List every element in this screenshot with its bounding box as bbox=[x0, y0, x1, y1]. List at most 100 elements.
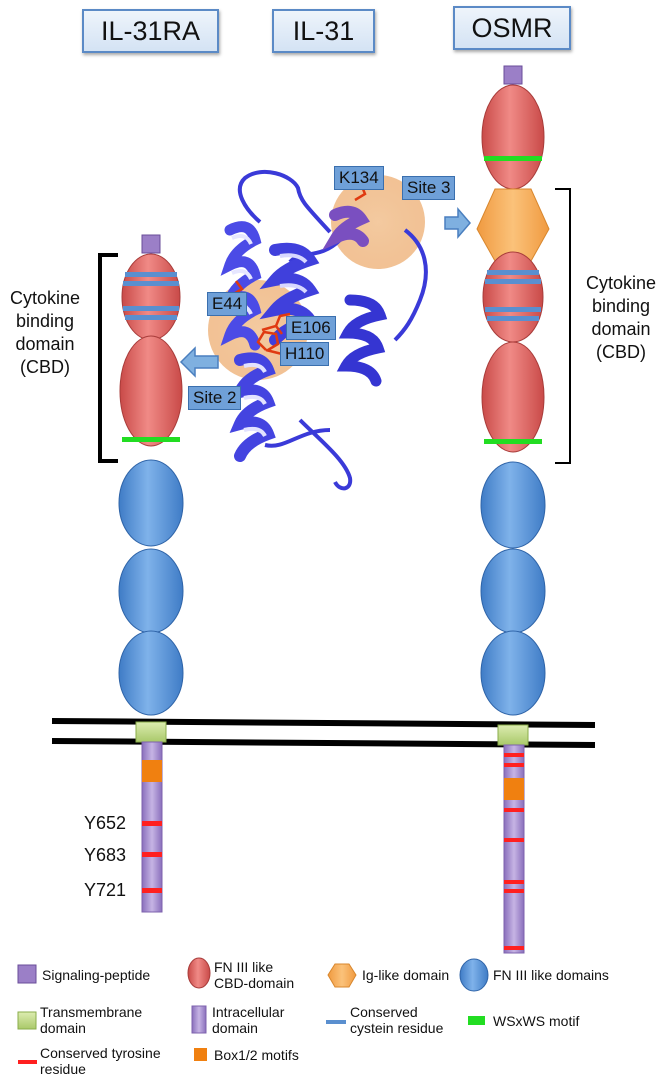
helix-c bbox=[336, 294, 388, 387]
il31ra-transmembrane-domain bbox=[135, 721, 167, 743]
osmr-fn3-domain-1 bbox=[480, 461, 546, 549]
il31ra-fn3-domain-3 bbox=[118, 630, 184, 716]
right-cbd-label-line: Cytokine bbox=[585, 273, 657, 293]
legend-cbd-swatch bbox=[187, 957, 211, 989]
tyrosine-label-y683: Y683 bbox=[84, 845, 127, 865]
legend-intra-label-line: Intracellular bbox=[212, 1004, 285, 1020]
osmr-cbd-domain-1 bbox=[482, 251, 544, 343]
legend-cys-swatch bbox=[326, 1020, 346, 1024]
osmr-tyrosine-residue bbox=[504, 880, 524, 884]
site3-tag: Site 3 bbox=[402, 176, 456, 200]
legend-wsxws-swatch bbox=[468, 1016, 485, 1025]
osmr-tyrosine-residue bbox=[504, 753, 524, 757]
osmr-intracellular-domain bbox=[503, 744, 525, 954]
h110-side-chain bbox=[256, 330, 283, 356]
protein-loop bbox=[393, 228, 428, 342]
e44-tag: E44 bbox=[207, 292, 248, 316]
right-cbd-label-line: (CBD) bbox=[596, 342, 646, 362]
osmr-receptor bbox=[476, 65, 550, 954]
il31ra-cys-residue bbox=[123, 306, 179, 311]
legend-signaling-label: Signaling-peptide bbox=[42, 967, 151, 983]
il31ra-tyrosine-residue bbox=[142, 821, 162, 826]
left-cbd-label-line: binding bbox=[15, 311, 75, 331]
site3-arrow bbox=[444, 206, 471, 240]
left-cbd-label-line: domain bbox=[15, 334, 75, 354]
legend-cbd-label-line: FN III like bbox=[214, 959, 274, 975]
legend-tm-label: Transmembrane domain bbox=[40, 1004, 142, 1036]
il31ra-receptor bbox=[118, 234, 184, 913]
protein-loop bbox=[237, 169, 332, 234]
il31ra-signaling-peptide bbox=[141, 234, 161, 254]
osmr-cbd-domain-top bbox=[481, 84, 545, 190]
osmr-cys-residue bbox=[485, 279, 541, 284]
e106-side-chain bbox=[261, 312, 291, 335]
osmr-tyrosine-residue bbox=[504, 946, 524, 950]
legend-intra-swatch bbox=[191, 1005, 207, 1034]
osmr-signaling-peptide bbox=[503, 65, 523, 85]
osmr-transmembrane-domain bbox=[497, 724, 529, 746]
il31ra-cbd-domain-2 bbox=[119, 335, 183, 447]
legend-fn3-swatch bbox=[459, 958, 489, 992]
osmr-ig-domain bbox=[476, 188, 550, 262]
legend-fn3-label: FN III like domains bbox=[493, 967, 609, 983]
osmr-tyrosine-residue bbox=[504, 838, 524, 842]
osmr-tyrosine-residue bbox=[504, 763, 524, 767]
legend-ig-label: Ig-like domain bbox=[362, 967, 450, 983]
legend-ig-swatch bbox=[327, 963, 357, 988]
il31ra-cys-residue bbox=[123, 281, 179, 286]
left-cbd-label-line: Cytokine bbox=[9, 288, 81, 308]
legend-signaling-swatch bbox=[17, 964, 37, 984]
osmr-fn3-domain-2 bbox=[480, 548, 546, 634]
legend-cbd-label-line: CBD-domain bbox=[214, 975, 295, 991]
h110-tag: H110 bbox=[280, 342, 330, 366]
left-cbd-bracket bbox=[98, 253, 118, 463]
legend-tyr-swatch bbox=[18, 1060, 37, 1064]
right-cbd-label: Cytokine binding domain (CBD) bbox=[575, 272, 667, 364]
il31ra-cys-residue bbox=[125, 315, 177, 320]
il31ra-box-motif bbox=[142, 760, 162, 782]
tyrosine-label-y652: Y652 bbox=[84, 813, 127, 833]
il31ra-cys-residue bbox=[125, 272, 177, 277]
legend-intra-label-line: domain bbox=[212, 1020, 258, 1036]
legend-cys-label-line: Conserved bbox=[350, 1004, 418, 1020]
legend-tm-label-line: domain bbox=[40, 1020, 86, 1036]
legend-tm-label-line: Transmembrane bbox=[40, 1004, 143, 1020]
il31ra-intracellular-domain bbox=[141, 741, 163, 913]
tyrosine-label-y721: Y721 bbox=[84, 880, 127, 900]
site2-tag: Site 2 bbox=[188, 386, 242, 410]
osmr-tyrosine-residue bbox=[504, 808, 524, 812]
legend-box-label: Box1/2 motifs bbox=[214, 1047, 299, 1063]
legend-cbd-label: FN III like CBD-domain bbox=[214, 959, 294, 991]
osmr-fn3-domain-3 bbox=[480, 630, 546, 716]
osmr-cys-residue bbox=[485, 307, 541, 312]
legend-tyr-label-line: residue bbox=[40, 1061, 86, 1077]
osmr-wsxws-motif bbox=[484, 156, 542, 161]
right-cbd-label-line: domain bbox=[591, 319, 651, 339]
legend-box-swatch bbox=[194, 1048, 207, 1061]
legend-cys-label-line: cystein residue bbox=[350, 1020, 444, 1036]
legend-intra-label: Intracellular domain bbox=[212, 1004, 284, 1036]
osmr-wsxws-motif bbox=[484, 439, 542, 444]
il31ra-fn3-domain-2 bbox=[118, 548, 184, 634]
il31ra-cbd-domain-1 bbox=[121, 253, 181, 341]
e106-tag: E106 bbox=[286, 316, 336, 340]
site2-arrow bbox=[179, 346, 219, 378]
protein-loop bbox=[298, 418, 353, 491]
osmr-tyrosine-residue bbox=[504, 889, 524, 893]
il31ra-tyrosine-residue bbox=[142, 888, 162, 893]
legend-cys-label: Conserved cystein residue bbox=[350, 1004, 443, 1036]
osmr-cys-residue bbox=[487, 270, 539, 275]
legend-tm-swatch bbox=[17, 1011, 37, 1030]
osmr-cbd-domain-2 bbox=[481, 341, 545, 453]
header-il31: IL-31 bbox=[272, 9, 375, 53]
helix-b-highlight bbox=[279, 253, 308, 294]
osmr-cys-residue bbox=[487, 316, 539, 321]
legend-wsxws-label: WSxWS motif bbox=[493, 1013, 580, 1029]
osmr-box-motif bbox=[504, 778, 524, 800]
header-osmr: OSMR bbox=[453, 6, 571, 50]
legend-tyr-label: Conserved tyrosine residue bbox=[40, 1045, 161, 1077]
site3-highlight bbox=[331, 175, 425, 269]
helix-e bbox=[322, 205, 370, 251]
helix-d-highlight bbox=[243, 362, 267, 438]
legend-tyr-label-line: Conserved tyrosine bbox=[40, 1045, 161, 1061]
